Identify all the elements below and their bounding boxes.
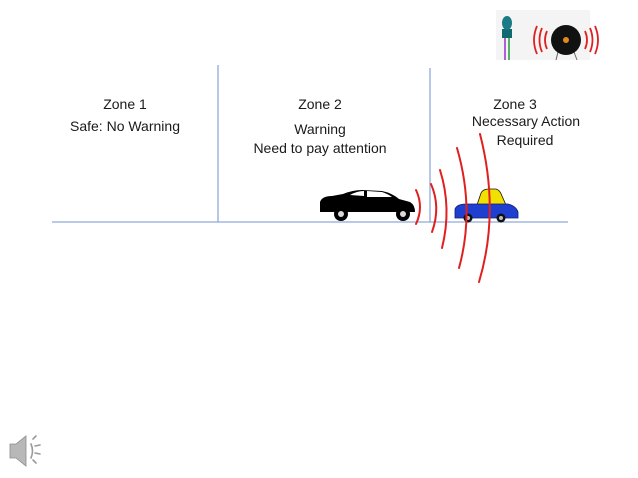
wave-3 bbox=[439, 169, 448, 249]
wave-5 bbox=[478, 133, 491, 283]
signal-waves bbox=[415, 133, 491, 283]
zone-1-description: Safe: No Warning bbox=[70, 118, 180, 134]
buzzer-icon bbox=[533, 25, 599, 61]
rear-car-icon bbox=[320, 190, 415, 221]
wave-4 bbox=[456, 147, 468, 269]
speaker-audio-icon[interactable] bbox=[9, 435, 41, 467]
zone-2-description-line-1: Warning bbox=[294, 121, 346, 137]
zone-3-description-line-2: Required bbox=[496, 132, 554, 148]
zone-3-title: Zone 3 bbox=[493, 96, 537, 112]
wave-2 bbox=[430, 183, 438, 233]
zone-2-title: Zone 2 bbox=[298, 96, 342, 112]
zone-lines bbox=[52, 65, 568, 223]
zone-3-description-line-1: Necessary Action bbox=[471, 113, 581, 129]
wave-1 bbox=[415, 189, 421, 225]
front-car-icon bbox=[454, 188, 519, 223]
ultrasonic-sensor-icon bbox=[502, 16, 512, 60]
zone-2-description-line-2: Need to pay attention bbox=[253, 140, 387, 156]
zone-1-title: Zone 1 bbox=[103, 96, 147, 112]
sensor-buzzer-thumbnail bbox=[496, 10, 599, 61]
